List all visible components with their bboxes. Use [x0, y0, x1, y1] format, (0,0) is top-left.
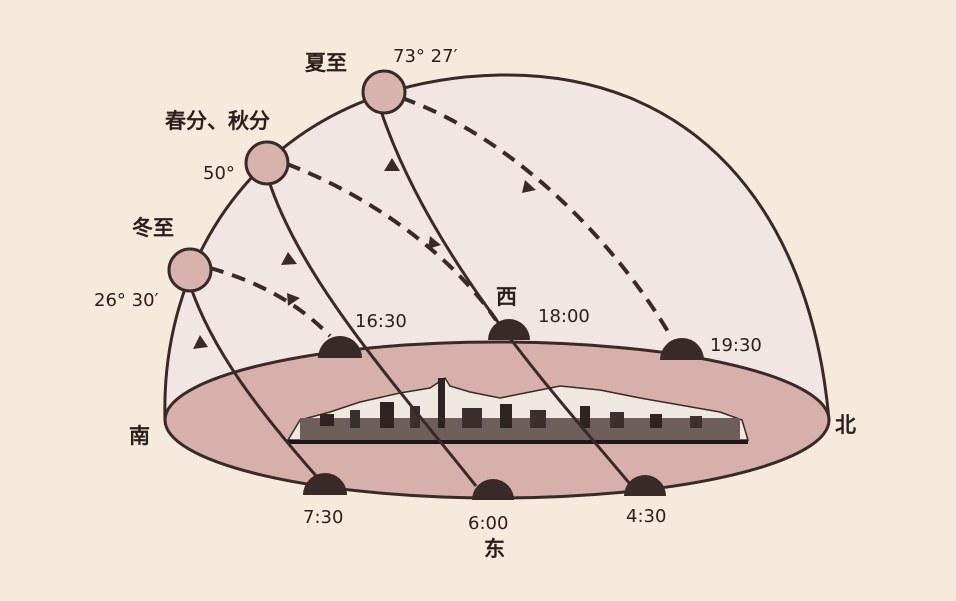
arrow-icon	[287, 293, 300, 306]
sun-below-horizon-icon	[303, 473, 347, 495]
winter-rise-time: 7:30	[303, 507, 343, 528]
direction-north-label: 北	[835, 413, 856, 437]
direction-east-label: 东	[484, 537, 505, 561]
sun-icon	[361, 69, 407, 115]
summer-solstice-label: 夏至	[305, 51, 347, 75]
equinox-altitude-label: 50°	[203, 163, 235, 184]
sun-below-horizon-icon	[318, 336, 362, 358]
arrow-icon	[193, 335, 208, 349]
summer-altitude-label: 73° 27′	[393, 46, 458, 67]
equinox-set-time: 18:00	[538, 306, 590, 327]
arrow-icon	[281, 252, 297, 265]
summer-set-time: 19:30	[710, 335, 762, 356]
summer-afternoon-path	[401, 96, 672, 337]
summer-morning-path	[378, 107, 632, 485]
winter-afternoon-path	[209, 266, 332, 338]
direction-south-label: 南	[129, 424, 150, 448]
sun-below-horizon-icon	[624, 475, 666, 496]
sun-icon	[244, 140, 290, 186]
sun-below-horizon-icon	[660, 338, 704, 360]
equinox-label: 春分、秋分	[165, 109, 270, 133]
winter-altitude-label: 26° 30′	[94, 290, 159, 311]
arrow-icon	[522, 180, 536, 193]
sun-icon	[167, 247, 213, 293]
winter-set-time: 16:30	[355, 311, 407, 332]
equinox-afternoon-path	[286, 162, 498, 322]
winter-solstice-label: 冬至	[132, 216, 174, 240]
arrow-icon	[428, 236, 441, 249]
equinox-rise-time: 6:00	[468, 513, 508, 534]
winter-morning-path	[188, 284, 320, 479]
equinox-morning-path	[266, 177, 478, 487]
arrow-icon	[384, 158, 400, 171]
direction-west-label: 西	[496, 285, 517, 309]
sun-below-horizon-icon	[472, 479, 514, 500]
summer-rise-time: 4:30	[626, 506, 666, 527]
sun-below-horizon-icon	[488, 319, 530, 340]
